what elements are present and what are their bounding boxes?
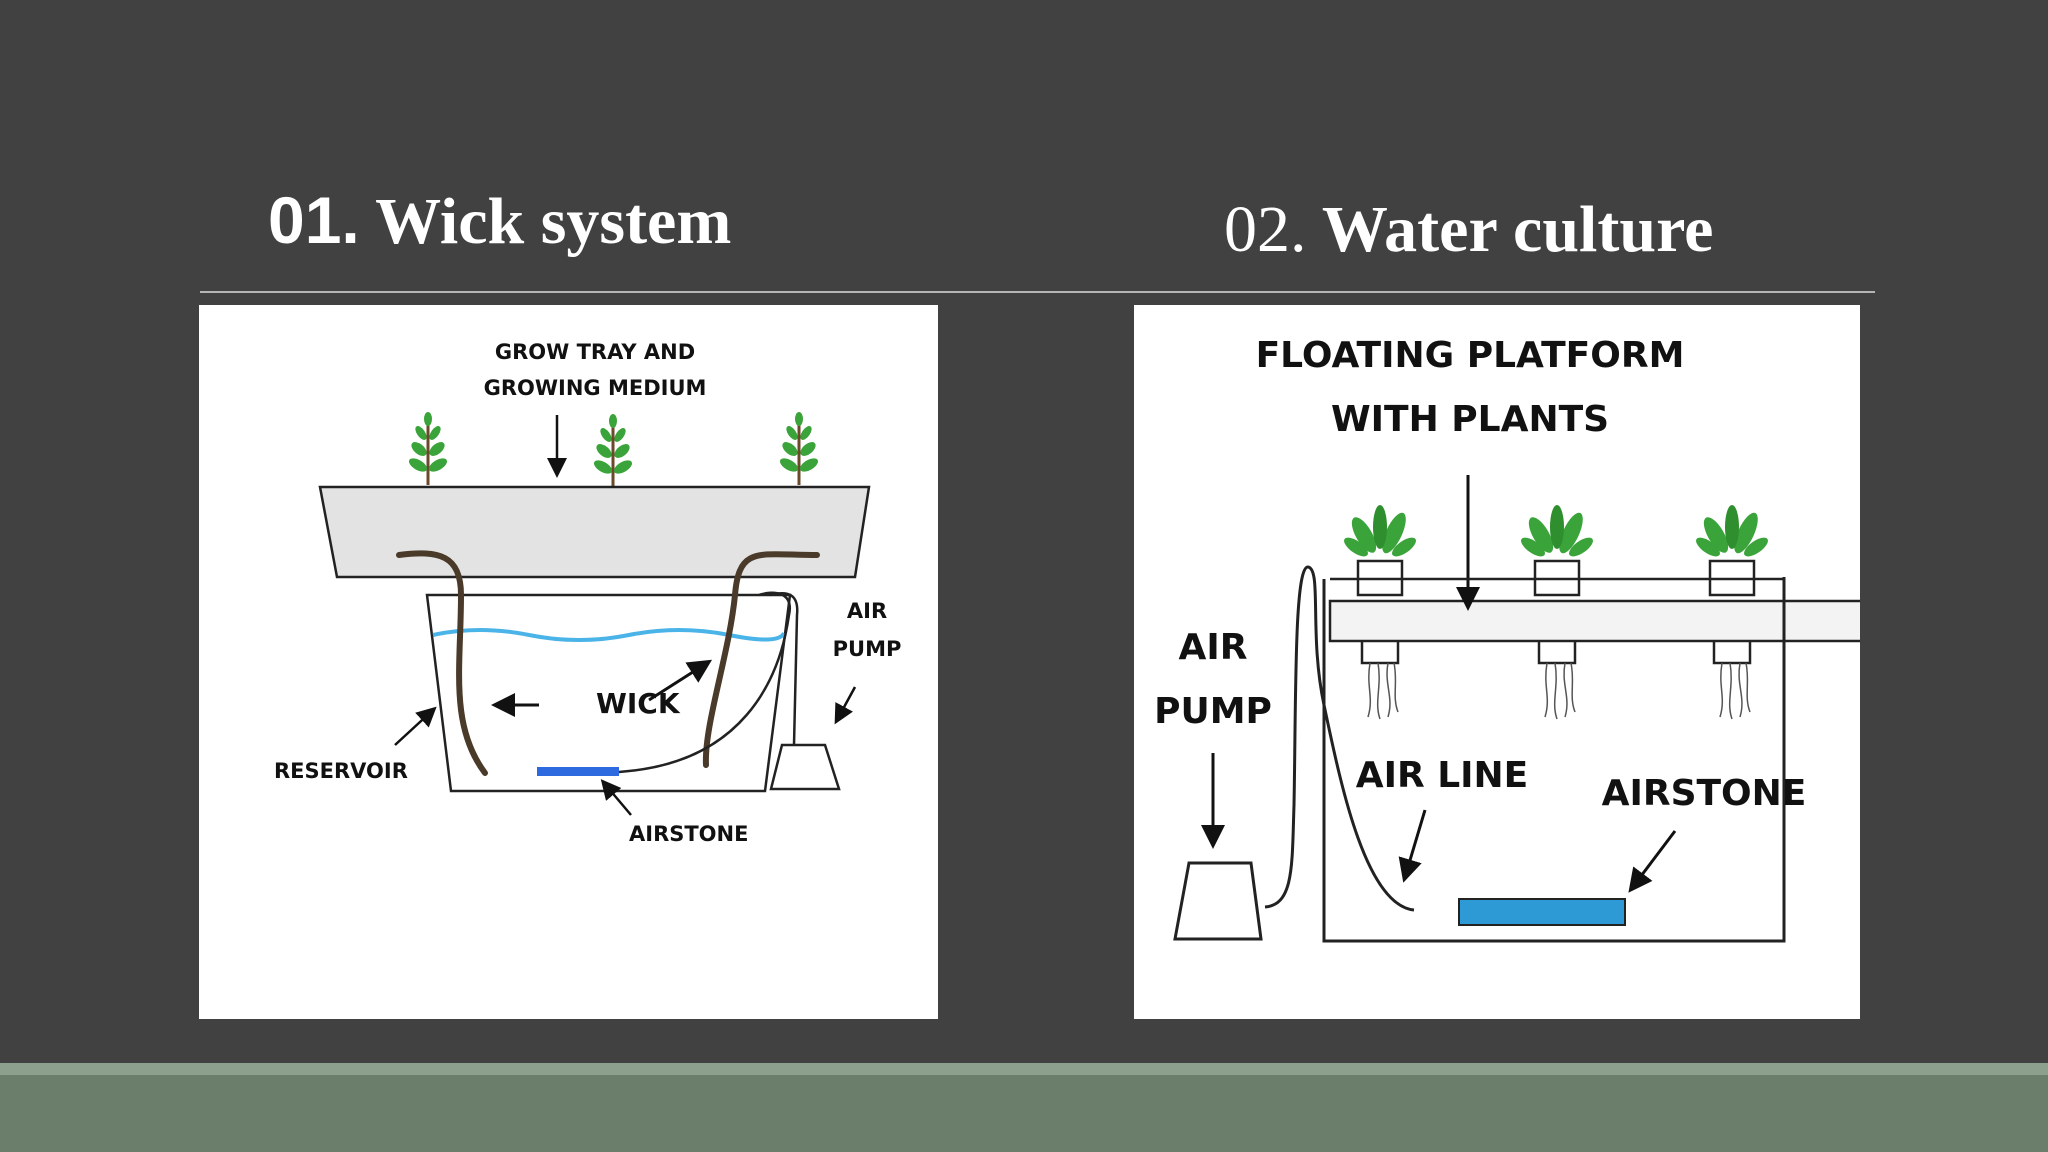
floating-platform [1328,599,1860,643]
water-tank [1322,577,1786,943]
airstone-label: AIRSTONE [1602,773,1807,814]
water-culture-svg: FLOATING PLATFORM WITH PLANTS AIR PUMP A… [1154,335,1860,943]
wick-label: WICK [596,687,681,720]
water-culture-title: 02. Water culture [1224,192,1713,268]
air-pump [769,743,841,791]
air-line-tube [769,591,799,746]
grow-tray-label-line2: GROWING MEDIUM [484,376,707,400]
plant-icon [405,410,451,487]
title-text: Water culture [1321,193,1714,266]
airstone-label: AIRSTONE [629,822,748,846]
title-number: 01. [268,183,360,257]
water-culture-diagram: FLOATING PLATFORM WITH PLANTS AIR PUMP A… [1134,305,1860,1019]
air-pump-label-line2: PUMP [833,637,902,661]
plant-icon [590,412,636,489]
airstone-arrow [600,779,632,816]
water-line [432,628,786,642]
air-pump-label-line1: AIR [847,599,887,623]
air-line [618,591,792,774]
title-number: 02. [1224,193,1307,266]
wick-system-title: 01. Wick system [268,182,731,260]
reservoir-tank [425,593,792,793]
grow-tray-label-line1: GROW TRAY AND [495,340,695,364]
air-pump [1173,861,1263,941]
air-line-arrow [1398,809,1427,883]
grow-tray [318,485,871,579]
wick-arrow-right [648,659,713,702]
platform-label-line2: WITH PLANTS [1331,399,1609,440]
air-line [1264,565,1415,912]
title-text: Wick system [375,185,732,258]
title-divider [200,291,1875,293]
air-line-label: AIR LINE [1356,755,1529,796]
air-pump-label-line1: AIR [1179,627,1248,668]
air-pump-label-line2: PUMP [1154,691,1272,732]
platform-label-line1: FLOATING PLATFORM [1256,335,1685,376]
airstone-arrow [1628,830,1677,893]
airstone [537,767,619,776]
reservoir-arrow [394,706,437,746]
reservoir-label: RESERVOIR [274,759,408,783]
wick-diagram-svg: GROW TRAY AND GROWING MEDIUM AIR PUMP WI… [274,340,902,846]
wick-system-diagram: GROW TRAY AND GROWING MEDIUM AIR PUMP WI… [199,305,938,1019]
footer-bar [0,1075,2048,1152]
airstone [1458,898,1626,926]
wick-right [702,551,820,768]
air-pump-arrow [834,686,857,725]
plant-icon [776,410,822,487]
wick-left [396,550,488,776]
footer-accent-line [0,1063,2048,1075]
